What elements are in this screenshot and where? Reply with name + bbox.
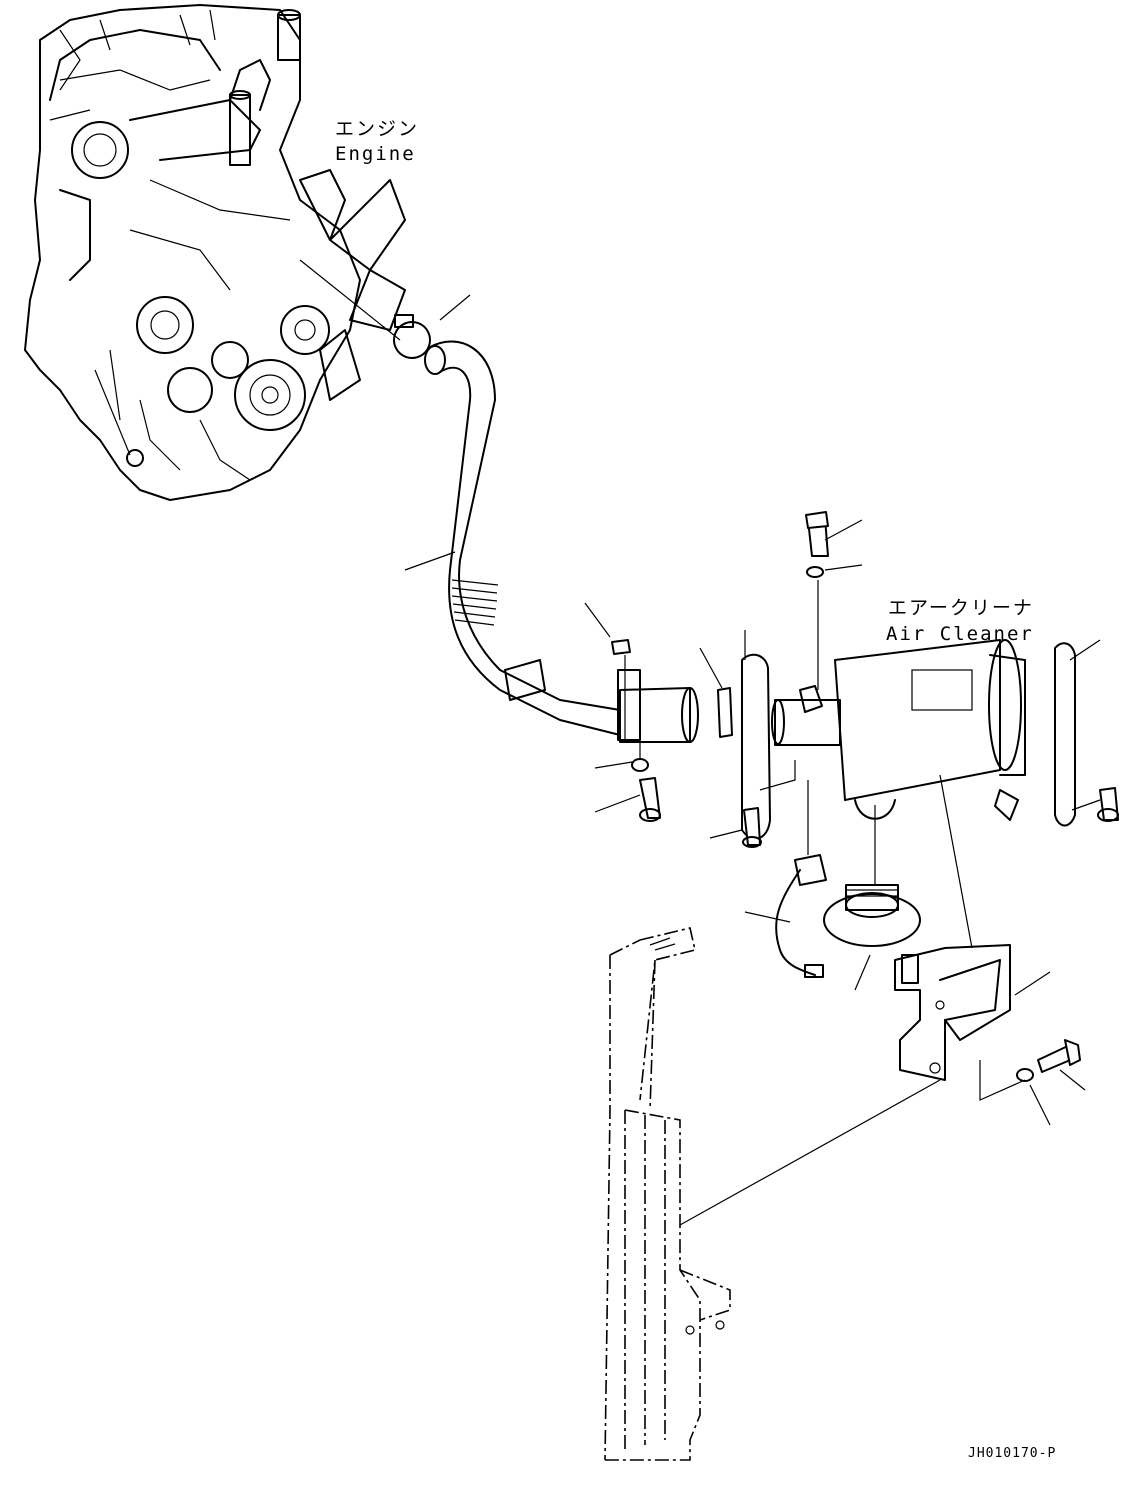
frame-member [604,927,731,1461]
air-cleaner-assembly [679,511,1119,1226]
air-cleaner-label-en: Air Cleaner [886,623,1034,645]
engine-label-jp: エンジン [335,118,420,140]
engine-assembly [24,4,406,501]
intake-hose-assembly [299,259,699,822]
air-cleaner-label-jp: エアークリーナ [888,597,1034,619]
drawing-code: JH010170-P [968,1446,1057,1461]
engine-label-en: Engine [335,143,416,165]
